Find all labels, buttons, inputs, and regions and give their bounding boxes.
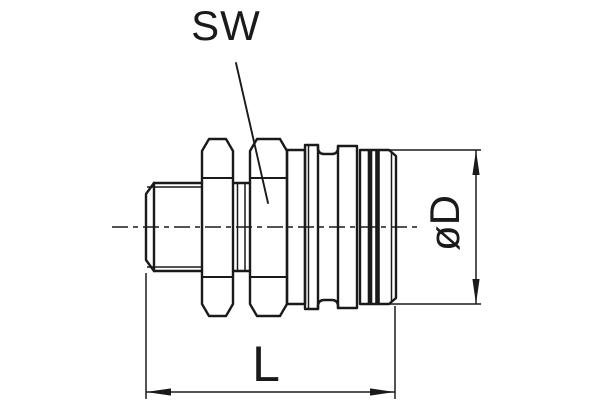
diameter-dimension: øD [389,149,481,305]
diameter-arrow-down [472,279,480,304]
body-step-2 [336,144,359,310]
diameter-label: øD [421,195,468,251]
length-arrow-left [146,388,171,396]
sw-leader-line [235,62,269,204]
hex-nut-front-flat-edges [201,177,234,278]
sw-label: SW [191,2,261,49]
length-arrow-right [370,388,395,396]
hex-nut-front-outline [200,137,235,318]
seal-band [367,150,380,304]
thread-minor-diameter-lines [147,186,202,268]
male-thread-section [144,181,204,273]
collar-face-lines [236,183,246,271]
hex-nut-rear [248,137,289,318]
hex-nut-rear-outline [248,137,289,318]
hex-nut-rear-flat-edges [249,177,288,278]
hex-nut-front [200,137,235,318]
neck-groove-top [316,143,340,156]
collar-outline [231,181,252,273]
thread-end-chamfer [144,181,156,273]
body-flange-ring [303,143,320,311]
plug-body [285,143,398,311]
length-label: L [252,336,280,392]
collar-washer [231,181,252,273]
thread-major-diameter-lines [152,181,204,273]
length-dimension: L [145,273,396,399]
neck-groove-bottom [316,298,340,311]
sw-callout: SW [191,2,269,204]
diameter-arrow-up [472,150,480,175]
